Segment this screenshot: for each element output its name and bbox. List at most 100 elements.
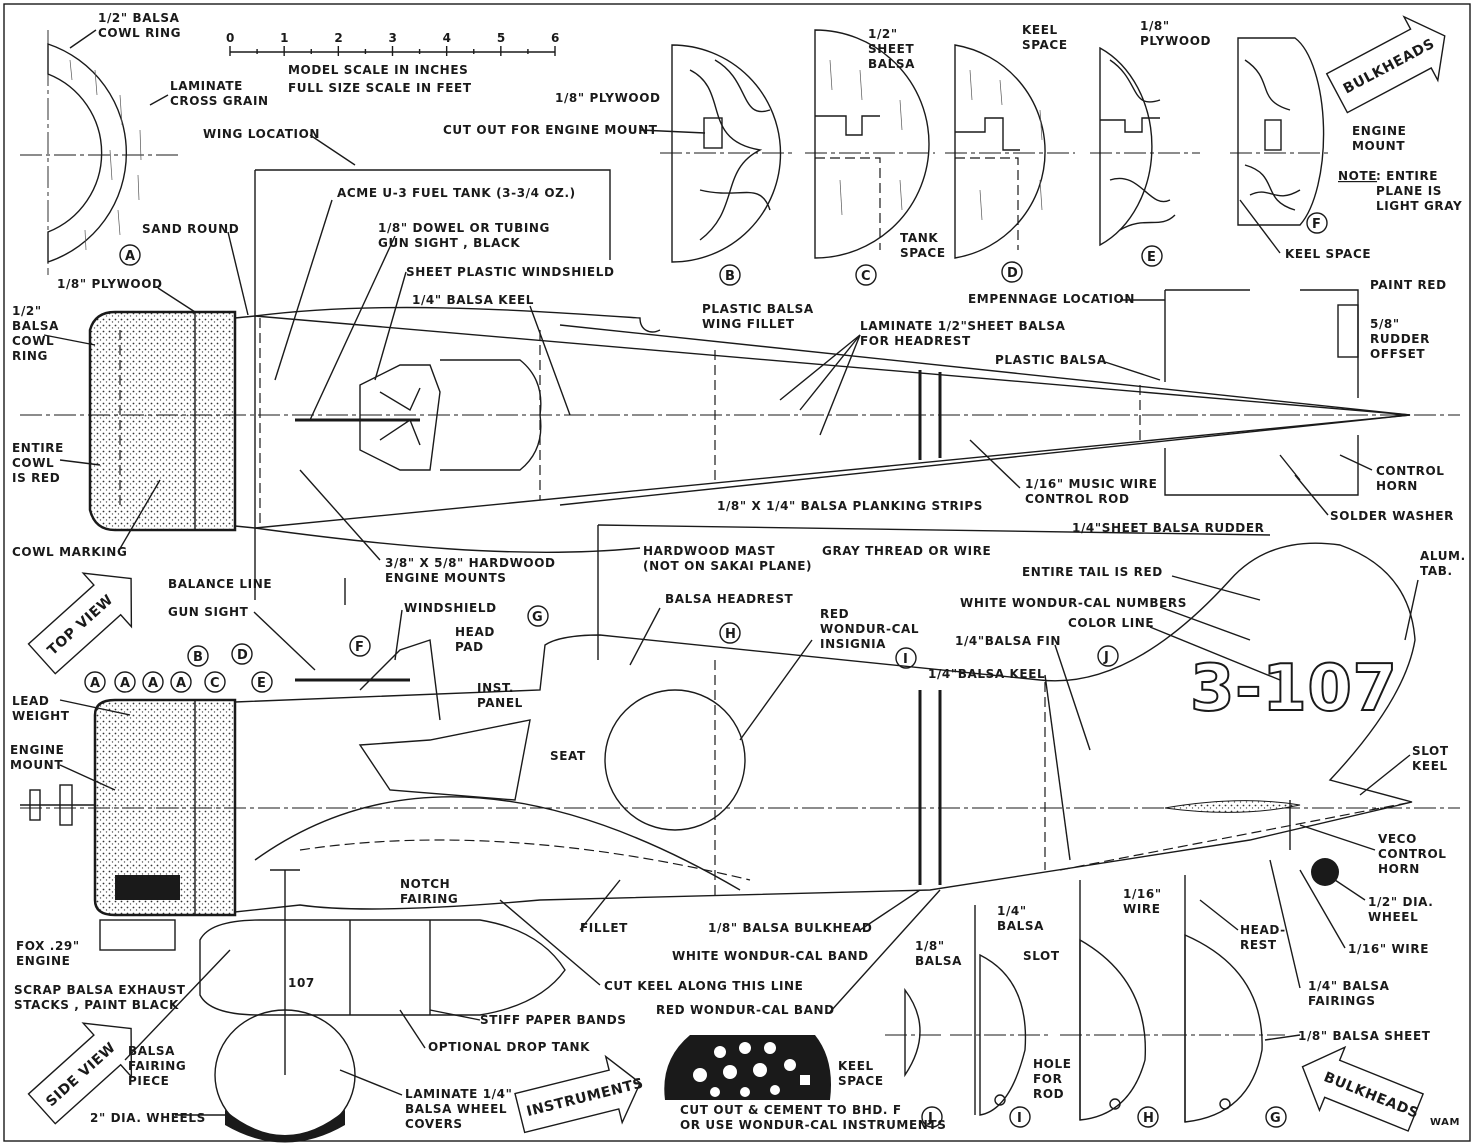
svg-text:F: F [355,640,364,655]
label-sheet-plastic-windshield: SHEET PLASTIC WINDSHIELD [406,265,615,279]
svg-text:D: D [237,648,248,663]
instruments-arrow-text: INSTRUMENTS [525,1075,645,1120]
label-drop-tank: OPTIONAL DROP TANK [428,1040,590,1054]
svg-text:J: J [1103,650,1109,665]
label-wheel-dia: 1/2" DIA.WHEEL [1368,895,1433,924]
marker-a-top: A [119,244,141,266]
svg-text:G: G [532,610,543,625]
label-cut-keel: CUT KEEL ALONG THIS LINE [604,979,803,993]
leader-lines [43,199,1419,1116]
svg-text:A: A [125,249,136,264]
label-gun-sight: GUN SIGHT [168,605,249,619]
label-wire-16-right: 1/16" WIRE [1348,942,1429,956]
label-balsa-18-j: 1/8"BALSA [915,939,962,968]
scale-tick-label: 0 [226,31,235,45]
label-sand-round: SAND ROUND [142,222,239,236]
bulkheads-arrow-bottom: BULKHEADS [1301,1045,1425,1132]
bulkheads-arrow-top-text: BULKHEADS [1341,36,1438,98]
svg-text:I: I [1017,1111,1022,1126]
label-balsa-keel-top: 1/4" BALSA KEEL [412,293,534,307]
bulkheads-arrow-bottom-text: BULKHEADS [1321,1069,1421,1122]
label-stiff-paper: STIFF PAPER BANDS [480,1013,627,1027]
scale-line-2: FULL SIZE SCALE IN FEET [288,81,472,95]
svg-text:J: J [927,1111,933,1126]
svg-text:A: A [148,676,159,691]
bulkhead-f [1230,37,1330,226]
svg-text:B: B [725,269,736,284]
bulkhead-j [885,987,945,1078]
label-white-numbers: WHITE WONDUR-CAL NUMBERS [960,596,1187,610]
marker-d-top: D [1001,261,1023,283]
signature: WAM [1430,1117,1460,1128]
svg-text:E: E [257,676,266,691]
marker-a-side-2: A [114,671,136,693]
svg-text:A: A [176,676,187,691]
svg-text:B: B [193,650,204,665]
marker-c-side: C [204,671,226,693]
bulkhead-b [660,44,795,263]
svg-text:A: A [120,676,131,691]
label-plywood-e: 1/8"PLYWOOD [1140,19,1211,48]
instruments-arrow: INSTRUMENTS [514,1054,645,1134]
marker-g-bottom: G [1265,1106,1287,1128]
top-view-fuselage [20,289,1460,554]
bulkhead-g [1165,875,1285,1123]
bulkhead-d [945,44,1075,259]
marker-h-bottom: H [1137,1106,1159,1128]
label-balsa-keel-side: 1/4"BALSA KEEL [928,667,1045,681]
top-view-arrow-text: TOP VIEW [45,592,117,659]
marker-b-side: B [187,645,209,667]
scale-tick-label: 4 [443,31,452,45]
marker-a-side-3: A [142,671,164,693]
svg-text:C: C [210,676,220,691]
label-empennage-location: EMPENNAGE LOCATION [968,292,1135,306]
svg-text:A: A [90,676,101,691]
label-color-line: COLOR LINE [1068,616,1154,630]
bulkhead-c [805,29,935,259]
marker-j-bottom: J [921,1106,943,1128]
tail-number: 3-107 [1190,652,1398,726]
label-paint-red: PAINT RED [1370,278,1447,292]
label-head-rest: HEAD-REST [1240,923,1286,952]
bulkhead-i [950,905,1050,1116]
marker-d-side: D [231,643,253,665]
marker-b-top: B [719,264,741,286]
svg-text:C: C [861,269,871,284]
svg-text:H: H [725,627,736,642]
svg-text:D: D [1007,266,1018,281]
label-red-band: RED WONDUR-CAL BAND [656,1003,835,1017]
label-note: NOTE [1338,169,1377,183]
label-seat: SEAT [550,749,586,763]
label-wing-location: WING LOCATION [203,127,320,141]
label-slot: SLOT [1023,949,1060,963]
section-markers: A B C D E F F G H I J B D A A A A C E J … [84,212,1328,1128]
marker-c-top: C [855,264,877,286]
label-alum-tab: ALUM.TAB. [1420,549,1466,578]
label-cowl-marking: COWL MARKING [12,545,127,559]
instrument-panel [664,1035,831,1100]
marker-a-side-1: A [84,671,106,693]
marker-f-top: F [1306,212,1328,234]
label-balsa-headrest: BALSA HEADREST [665,592,794,606]
label-acme-tank: ACME U-3 FUEL TANK (3-3/4 OZ.) [337,186,576,200]
scale-tick-label: 6 [551,31,560,45]
